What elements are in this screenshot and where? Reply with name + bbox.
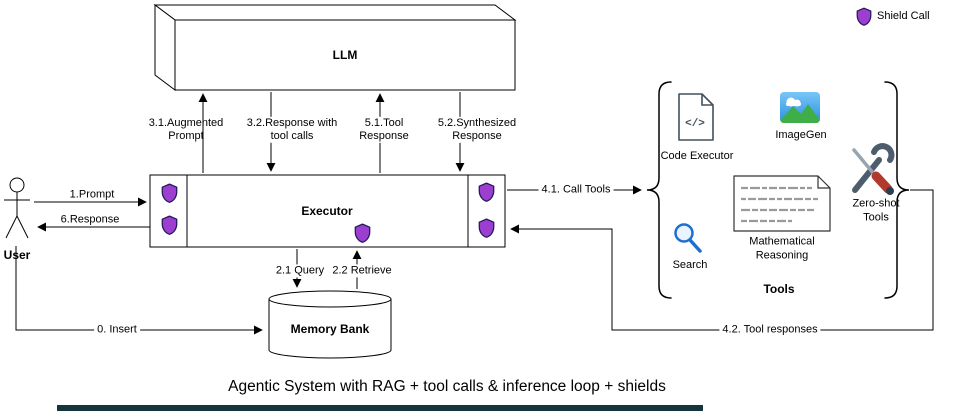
edge-synthesized-response-label: 5.2.Synthesized Response bbox=[425, 116, 529, 144]
memory-bank-node bbox=[268, 290, 392, 359]
edge-retrieve-label: 2.2 Retrieve bbox=[329, 264, 395, 278]
search-icon bbox=[674, 223, 702, 253]
code-glyph: </> bbox=[685, 118, 705, 130]
edge-insert-arrow bbox=[15, 246, 263, 335]
edge-tool-responses-label: 4.2. Tool responses bbox=[719, 323, 821, 337]
user-actor bbox=[4, 177, 30, 239]
imagegen-label: ImageGen bbox=[775, 129, 827, 142]
llm-label: LLM bbox=[332, 48, 358, 62]
zero-shot-tools-label: Zero-shot Tools bbox=[852, 197, 900, 223]
edge-call-tools-label: 4.1. Call Tools bbox=[538, 183, 614, 197]
edge-tool-response-label: 5.1.Tool Response bbox=[345, 116, 423, 144]
edge-insert-label: 0. Insert bbox=[94, 323, 140, 337]
math-reasoning-label: Mathematical Reasoning bbox=[749, 235, 815, 261]
diagram-title: Agentic System with RAG + tool calls & i… bbox=[228, 378, 666, 395]
edge-query-label: 2.1 Query bbox=[272, 264, 328, 278]
edge-response-tool-calls-label: 3.2.Response with tool calls bbox=[239, 116, 345, 144]
code-executor-label: Code Executor bbox=[660, 150, 734, 163]
memory-bank-label: Memory Bank bbox=[290, 322, 370, 336]
search-label: Search bbox=[672, 259, 708, 272]
shield-icon bbox=[161, 183, 178, 203]
legend-shield-icon bbox=[856, 7, 872, 26]
user-label: User bbox=[3, 248, 31, 262]
shield-icon bbox=[161, 215, 178, 235]
edge-prompt-label: 1.Prompt bbox=[69, 188, 115, 201]
formula-lines bbox=[741, 186, 820, 223]
llm-front-face bbox=[174, 19, 516, 91]
imagegen-icon bbox=[780, 92, 820, 123]
tools-left-brace bbox=[646, 81, 672, 299]
llm-side-face bbox=[154, 4, 176, 91]
executor-label: Executor bbox=[301, 204, 353, 218]
executor-node bbox=[149, 174, 506, 248]
edge-augmented-prompt-label: 3.1.Augmented Prompt bbox=[148, 116, 224, 142]
edge-response-label: 6.Response bbox=[60, 213, 120, 226]
tools-right-brace bbox=[884, 81, 910, 299]
tools-group-label: Tools bbox=[763, 282, 795, 296]
code-executor-icon: </> bbox=[678, 93, 714, 141]
llm-top-face bbox=[153, 4, 517, 21]
legend-shield-label: Shield Call bbox=[877, 10, 930, 22]
zero-shot-tools-icon bbox=[852, 143, 895, 195]
llm-node bbox=[153, 4, 517, 91]
shield-icon bbox=[354, 223, 371, 243]
math-reasoning-icon bbox=[733, 175, 831, 232]
shield-icon bbox=[478, 182, 495, 202]
shield-icon bbox=[478, 218, 495, 238]
bottom-window-edge bbox=[57, 405, 703, 411]
